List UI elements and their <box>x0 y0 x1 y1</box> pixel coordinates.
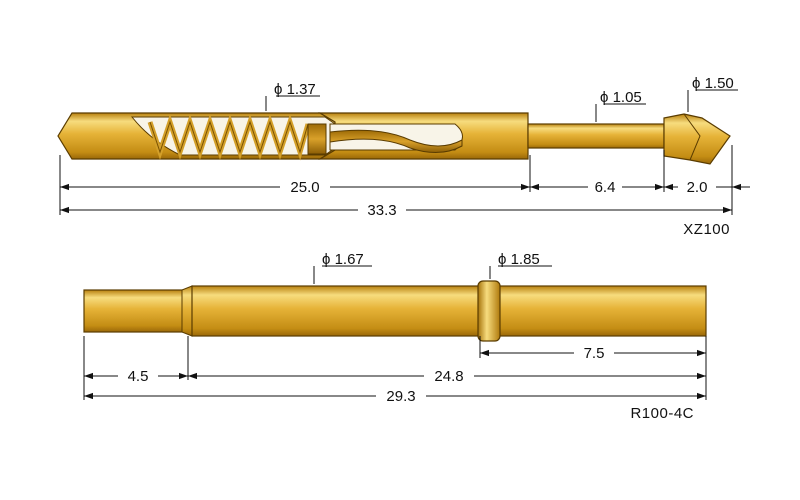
xz100-plunger-diameter: ϕ 1.05 <box>600 89 642 106</box>
probe-xz100 <box>57 112 731 165</box>
xz100-model-label: XZ100 <box>683 221 730 238</box>
r100-step <box>181 285 193 337</box>
xz100-barrel-length: 25.0 <box>290 179 319 196</box>
r100-labels: ϕ 1.67 ϕ 1.85 7.5 4.5 24.8 29.3 R100-4C <box>118 251 694 422</box>
xz100-tip-diameter: ϕ 1.50 <box>692 75 734 92</box>
xz100-labels: ϕ 1.37 ϕ 1.05 ϕ 1.50 25.0 6.4 2.0 33.3 X… <box>274 75 734 238</box>
r100-collar <box>477 280 501 342</box>
xz100-tip-length: 2.0 <box>687 179 708 196</box>
r100-tail-length: 4.5 <box>128 368 149 385</box>
r100-tail <box>83 289 189 333</box>
r100-total-length: 29.3 <box>386 388 415 405</box>
xz100-tip <box>663 113 731 165</box>
xz100-plunger <box>527 123 665 149</box>
r100-model-label: R100-4C <box>630 405 694 422</box>
xz100-twist-rod <box>329 129 463 153</box>
r100-body-diameter: ϕ 1.67 <box>322 251 364 268</box>
receptacle-r100-4c <box>83 280 707 342</box>
xz100-barrel-diameter: ϕ 1.37 <box>274 81 316 98</box>
xz100-total-length: 33.3 <box>367 202 396 219</box>
r100-collar-to-end-length: 7.5 <box>584 345 605 362</box>
xz100-spring <box>147 114 311 161</box>
xz100-piston <box>307 123 327 155</box>
r100-collar-diameter: ϕ 1.85 <box>498 251 540 268</box>
r100-body-length: 24.8 <box>434 368 463 385</box>
xz100-plunger-length: 6.4 <box>595 179 616 196</box>
r100-body <box>191 285 707 337</box>
